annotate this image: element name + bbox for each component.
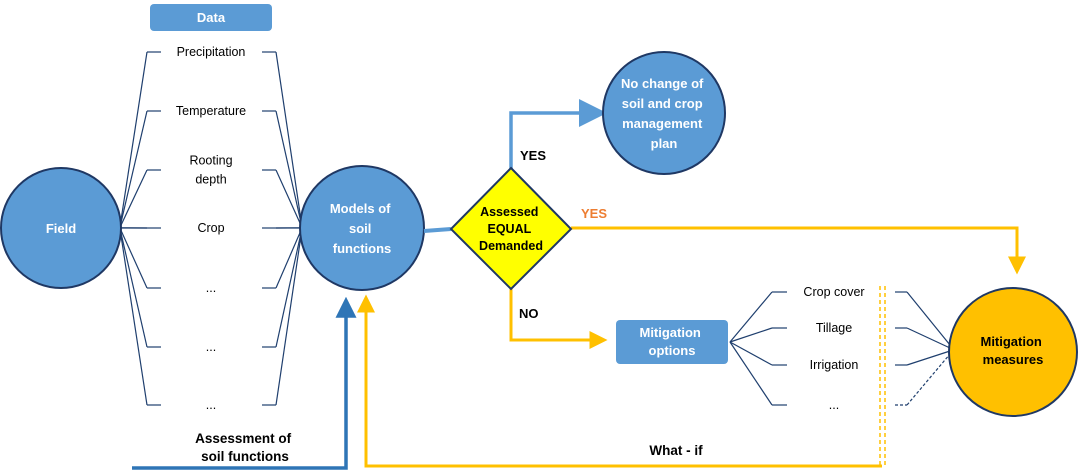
- models-line-1: Models of: [330, 201, 391, 216]
- item-to-measures-line: [906, 350, 951, 366]
- data-item-to-models-line: [275, 51, 302, 221]
- data-item-label-line: Temperature: [176, 104, 246, 118]
- data-item-to-models-line: [275, 235, 302, 406]
- no-change-line-3: management: [622, 116, 703, 131]
- data-item-label: ...: [206, 281, 216, 295]
- data-item-label: Crop: [197, 221, 224, 235]
- options-to-item-line: [729, 341, 773, 366]
- no-change-line-4: plan: [651, 136, 678, 151]
- data-box-label: Data: [197, 10, 226, 25]
- assessment-line-1: Assessment of: [195, 431, 292, 446]
- data-item-label-line: Rooting: [189, 154, 232, 168]
- data-item-label-line: ...: [206, 398, 216, 412]
- decision-line-2: EQUAL: [487, 222, 531, 236]
- mitigation-measures-label: Mitigation measures: [980, 334, 1045, 367]
- item-to-measures-line: [906, 291, 951, 346]
- field-to-data-item-line: [120, 110, 148, 223]
- decision-line-3: Demanded: [479, 239, 543, 253]
- field-to-data-item-line: [120, 51, 148, 221]
- field-to-data-item-line: [120, 232, 148, 348]
- data-box: [150, 4, 272, 31]
- data-item-label: ...: [206, 340, 216, 354]
- data-item-label: ...: [206, 398, 216, 412]
- decision-diamond: [449, 166, 573, 291]
- branch-label-no: NO: [519, 306, 539, 321]
- models-to-decision-connector: [423, 227, 452, 233]
- assessment-feedback-arrow: [132, 296, 357, 470]
- mitigation-options-line-2: options: [649, 343, 696, 358]
- mitigation-item-label: Crop cover: [803, 285, 864, 299]
- mitigation-item-label: Tillage: [816, 321, 852, 335]
- data-item-label-line: Crop: [197, 221, 224, 235]
- assessment-line-2: soil functions: [201, 449, 289, 464]
- field-label: Field: [46, 221, 76, 236]
- no-arrow-mitigation-options: [509, 288, 608, 349]
- models-node: [299, 165, 425, 291]
- field-to-data-item-line: [120, 230, 148, 289]
- decision-line-1: Assessed: [480, 205, 538, 219]
- data-item-label-line: ...: [206, 340, 216, 354]
- what-if-label: What - if: [649, 443, 703, 458]
- what-if-feedback-arrow: [357, 294, 882, 468]
- field-to-data-item-line: [120, 235, 148, 406]
- data-item-to-models-line: [275, 110, 302, 223]
- mitigation-item-labels: Crop coverTillageIrrigation...: [803, 285, 864, 412]
- data-connector-lines: [120, 51, 302, 406]
- data-item-to-models-line: [275, 230, 302, 289]
- no-change-label: No change of soil and crop management pl…: [621, 76, 707, 151]
- data-item-label-line: ...: [206, 281, 216, 295]
- mitigation-measures-node: [948, 287, 1078, 417]
- yes-arrow-mitigation-measures: [571, 226, 1026, 275]
- options-to-item-line: [729, 291, 773, 343]
- mitigation-options-box: [616, 320, 728, 364]
- mitigation-item-label: ...: [829, 398, 839, 412]
- mitigation-item-label: Irrigation: [810, 358, 859, 372]
- no-change-node: [602, 51, 726, 175]
- models-label: Models of soil functions: [330, 201, 394, 256]
- item-to-measures-line: [906, 353, 951, 406]
- data-item-label-line: depth: [195, 173, 226, 187]
- decision-label: Assessed EQUAL Demanded: [479, 205, 543, 253]
- yes-arrow-no-change: [509, 99, 607, 173]
- data-item-label-line: Precipitation: [177, 45, 246, 59]
- field-node: [0, 167, 122, 289]
- options-to-item-line: [729, 327, 773, 343]
- field-to-data-item-line: [120, 169, 148, 226]
- data-item-label: Temperature: [176, 104, 246, 118]
- no-change-line-2: soil and crop: [622, 96, 703, 111]
- options-to-item-line: [729, 341, 773, 406]
- data-item-to-models-line: [275, 169, 302, 226]
- data-item-label: Precipitation: [177, 45, 246, 59]
- mitigation-measures-line-1: Mitigation: [980, 334, 1041, 349]
- models-line-3: functions: [333, 241, 392, 256]
- item-to-measures-line: [906, 327, 951, 349]
- data-item-label: Rooting depth: [189, 154, 232, 187]
- assessment-label: Assessment of soil functions: [195, 431, 295, 464]
- models-line-2: soil: [349, 221, 371, 236]
- mitigation-options-label: Mitigation options: [639, 325, 704, 358]
- branch-label-yes-top: YES: [520, 148, 546, 163]
- data-item-to-models-line: [275, 232, 302, 348]
- mitigation-connector-lines: [729, 291, 951, 406]
- mitigation-options-line-1: Mitigation: [639, 325, 700, 340]
- no-change-line-1: No change of: [621, 76, 704, 91]
- mitigation-measures-line-2: measures: [983, 352, 1044, 367]
- branch-label-yes-right: YES: [581, 206, 607, 221]
